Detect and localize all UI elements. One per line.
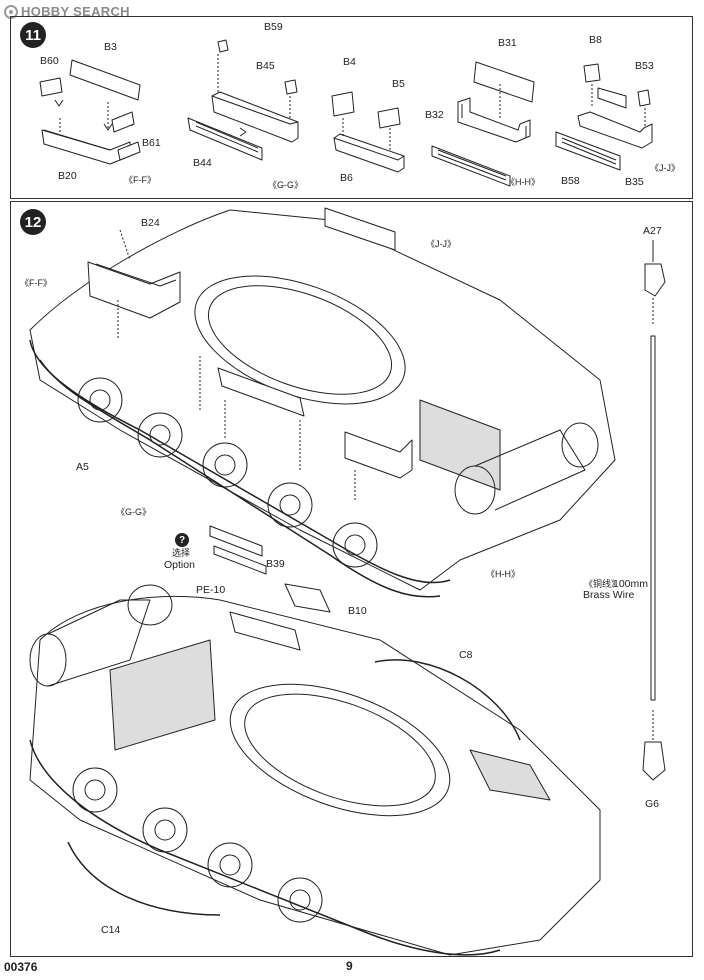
label-b5: B5 [392, 78, 405, 90]
label-b24: B24 [141, 217, 160, 229]
label-b4: B4 [343, 56, 356, 68]
label-b10: B10 [348, 605, 367, 617]
label-gg: 《G-G》 [268, 180, 303, 190]
label-b44: B44 [193, 157, 212, 169]
step-12-frame [10, 201, 693, 957]
label-g6: G6 [645, 798, 660, 810]
label-b31: B31 [498, 37, 517, 49]
label-b6: B6 [340, 172, 353, 184]
label-b39: B39 [266, 558, 285, 570]
hh-assembly [431, 61, 535, 187]
label-gg-12: 《G-G》 [116, 507, 151, 517]
jj-assembly [555, 63, 653, 171]
label-ff: 《F-F》 [124, 175, 156, 185]
step-12-badge: 12 [20, 209, 46, 235]
label-jj: 《J-J》 [650, 163, 680, 173]
label-hh-12: 《H-H》 [486, 569, 520, 579]
label-b35: B35 [625, 176, 644, 188]
label-wire-cn: 《铜线》 [584, 579, 621, 589]
label-b20: B20 [58, 170, 77, 182]
option-question-icon: ? [175, 533, 189, 547]
b6-assembly [331, 91, 405, 173]
watermark-text: HOBBY SEARCH [21, 4, 130, 19]
label-jj-12: 《J-J》 [426, 239, 456, 249]
lower-tank [29, 583, 601, 956]
label-pe10: PE-10 [196, 584, 226, 596]
gg-assembly [187, 39, 299, 161]
label-b60: B60 [40, 55, 59, 67]
step-11-frame [10, 16, 693, 199]
label-hh: 《H-H》 [506, 177, 540, 187]
watermark: HOBBY SEARCH [4, 4, 130, 19]
step-11-badge: 11 [20, 22, 46, 48]
upper-tank [29, 207, 616, 598]
ff-assembly [39, 59, 141, 165]
label-ff-12: 《F-F》 [20, 278, 52, 288]
label-c14: C14 [101, 924, 121, 936]
label-wire-length: 100mm [613, 578, 649, 590]
page-number: 9 [346, 959, 353, 973]
product-code: 00376 [4, 960, 38, 974]
label-b32: B32 [425, 109, 444, 121]
label-b3: B3 [104, 41, 117, 53]
label-b58: B58 [561, 175, 580, 187]
label-brass-wire: Brass Wire [583, 589, 635, 601]
label-b53: B53 [635, 60, 654, 72]
label-c8: C8 [459, 649, 473, 661]
label-b8: B8 [589, 34, 602, 46]
brass-wire-diagram [642, 240, 666, 781]
hobby-search-logo-icon [4, 4, 18, 19]
label-b61: B61 [142, 137, 161, 149]
label-a27: A27 [643, 225, 662, 237]
label-option-cn: 选择 [172, 548, 191, 558]
label-option: Option [164, 559, 195, 571]
label-b45: B45 [256, 60, 275, 72]
label-b59: B59 [264, 21, 283, 33]
label-a5: A5 [76, 461, 89, 473]
